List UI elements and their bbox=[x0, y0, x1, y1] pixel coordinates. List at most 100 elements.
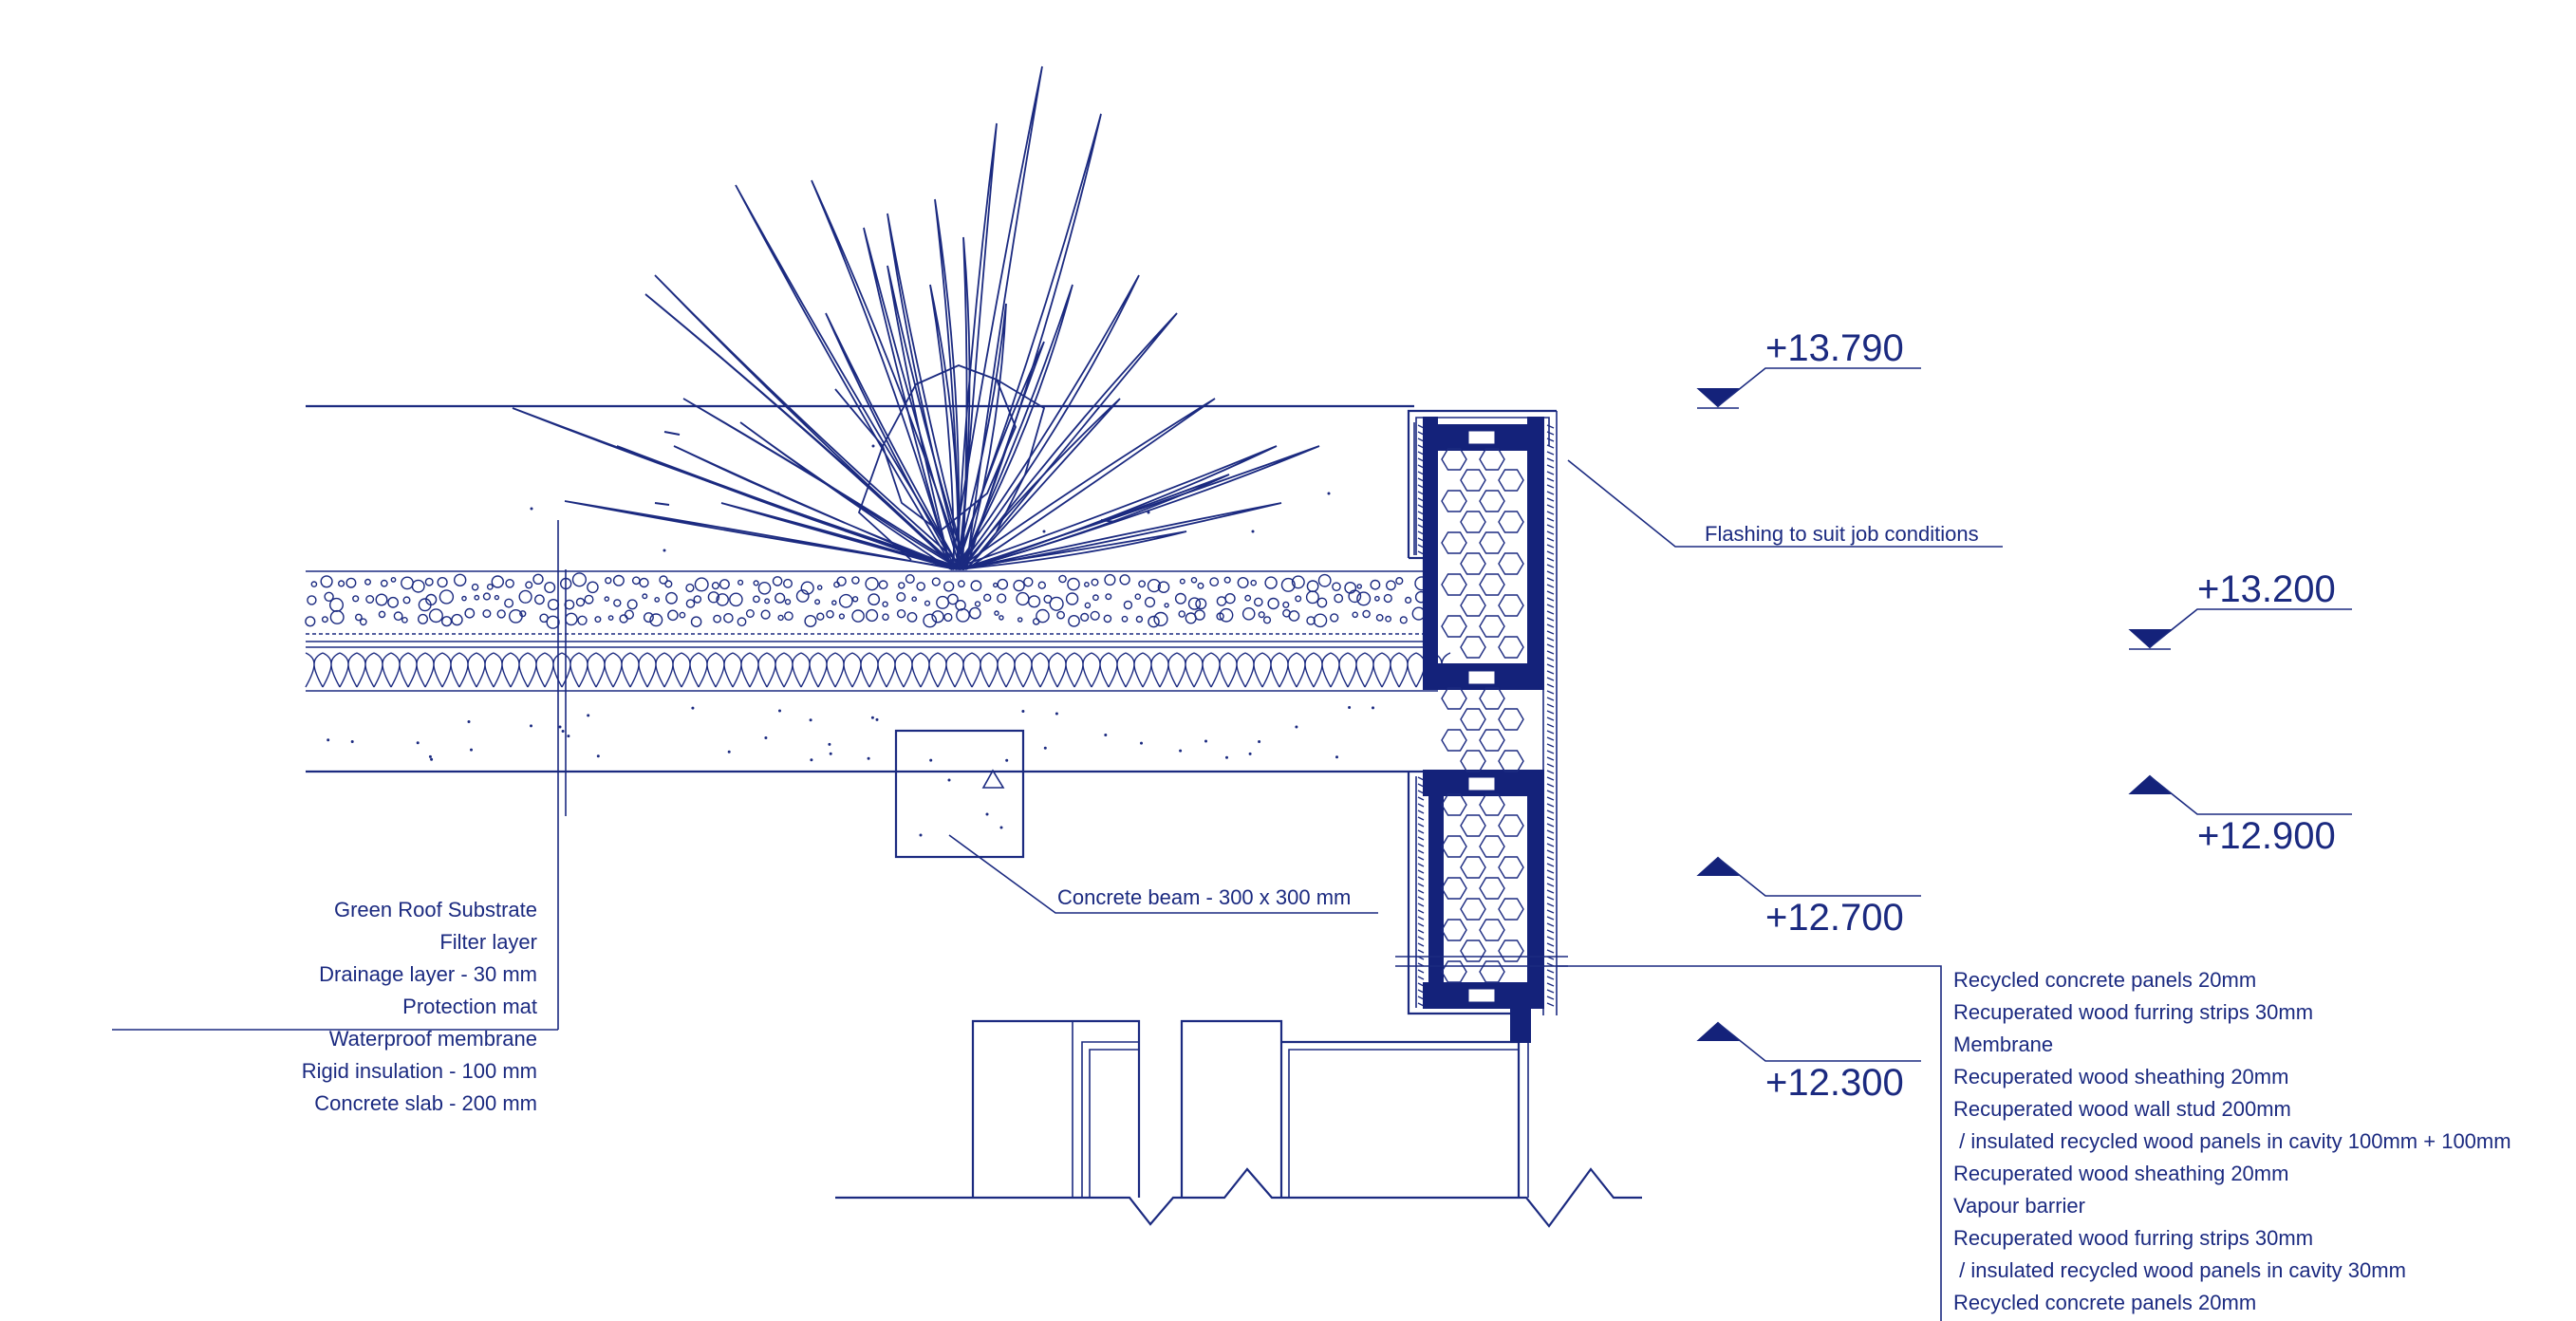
insulation-cell bbox=[1479, 615, 1505, 638]
hatch-tick bbox=[1546, 451, 1555, 456]
slab-aggregate-dot bbox=[1225, 755, 1228, 759]
plant-leaf bbox=[616, 445, 961, 570]
gravel-pebble bbox=[631, 576, 641, 586]
insulation-scallop bbox=[1296, 652, 1315, 688]
hatch-tick bbox=[1546, 677, 1555, 681]
slab-aggregate-dot bbox=[867, 756, 870, 760]
gravel-pebble bbox=[1056, 610, 1066, 620]
hatch-tick bbox=[1546, 869, 1555, 874]
gravel-pebble bbox=[1250, 579, 1257, 586]
hatch-tick bbox=[1546, 683, 1555, 688]
hatch-tick bbox=[1546, 723, 1555, 728]
gravel-pebble bbox=[764, 598, 771, 605]
insulation-scallop bbox=[322, 652, 341, 688]
gravel-pebble bbox=[1254, 597, 1263, 607]
hatch-tick bbox=[1417, 803, 1425, 808]
roof-buildup bbox=[112, 404, 1451, 1031]
hatch-tick bbox=[1546, 856, 1555, 861]
gravel-pebble bbox=[565, 612, 578, 626]
gravel-pebble bbox=[737, 579, 744, 586]
insulation-scallop bbox=[920, 652, 939, 688]
plant-crown-detail bbox=[834, 388, 912, 561]
hatch-tick bbox=[1417, 969, 1425, 974]
hatch-tick bbox=[1546, 584, 1555, 588]
gravel-pebble bbox=[784, 611, 793, 621]
gravel-pebble bbox=[865, 577, 879, 591]
gravel-pebble bbox=[816, 585, 823, 590]
gravel-pebble bbox=[491, 575, 504, 588]
gravel-pebble bbox=[338, 580, 345, 587]
gravel-pebble bbox=[896, 592, 906, 603]
hatch-tick bbox=[1546, 697, 1555, 701]
gravel-pebble bbox=[425, 593, 438, 606]
insulation-cell bbox=[1460, 511, 1486, 533]
plant-leaf bbox=[673, 445, 961, 570]
hatch-tick bbox=[1417, 916, 1425, 921]
gravel-pebble bbox=[471, 583, 479, 591]
slab-aggregate-dot bbox=[870, 716, 874, 719]
level-text: +13.790 bbox=[1765, 327, 1904, 369]
gravel-pebble bbox=[1375, 614, 1384, 622]
insulation-cell bbox=[1498, 594, 1524, 617]
insulation-scallop bbox=[954, 652, 973, 688]
gravel-pebble bbox=[1280, 577, 1296, 592]
plant-leaf bbox=[735, 184, 961, 570]
insulation-scallop bbox=[1347, 652, 1366, 688]
insulation-cell bbox=[1460, 469, 1486, 492]
slab-aggregate-dot bbox=[1295, 725, 1298, 729]
hatch-tick bbox=[1546, 530, 1555, 535]
insulation-scallop bbox=[1125, 652, 1144, 688]
gravel-pebble bbox=[1187, 597, 1202, 610]
hatch-tick bbox=[1546, 623, 1555, 628]
roof-layer-label: Filter layer bbox=[439, 930, 537, 954]
gravel-pebble bbox=[534, 594, 545, 605]
hatch-tick bbox=[1417, 949, 1425, 954]
gravel-pebble bbox=[486, 584, 494, 590]
slab-aggregate-dot bbox=[1204, 739, 1207, 743]
insulation-scallop bbox=[1022, 652, 1041, 688]
gravel-pebble bbox=[504, 598, 514, 608]
gravel-pebble bbox=[997, 578, 1009, 590]
hatch-tick bbox=[1546, 524, 1555, 529]
insulation-cell bbox=[1460, 814, 1486, 837]
plate-notch bbox=[1468, 989, 1495, 1002]
hatch-tick bbox=[1546, 597, 1555, 602]
gravel-pebble bbox=[690, 616, 702, 628]
plant-leaf bbox=[957, 284, 1073, 570]
gravel-pebble bbox=[451, 613, 463, 626]
gravel-pebble bbox=[437, 576, 448, 588]
insulation-scallop bbox=[305, 652, 324, 688]
gravel-pebble bbox=[439, 589, 455, 605]
flashing-leader bbox=[1567, 459, 2003, 548]
hatch-tick bbox=[1417, 909, 1425, 914]
gravel-pebble bbox=[931, 610, 944, 623]
hatch-tick bbox=[1546, 477, 1555, 482]
gravel-pebble bbox=[851, 609, 865, 623]
wall-layers-leader bbox=[1557, 965, 1942, 1321]
insulation-cell bbox=[1460, 940, 1486, 962]
column-left-inner bbox=[1081, 1041, 1139, 1198]
insulation-cell bbox=[1498, 814, 1524, 837]
insulation-scallop bbox=[561, 652, 580, 688]
gravel-pebble bbox=[494, 594, 500, 601]
insulation-scallop bbox=[1039, 652, 1058, 688]
level-triangle-up-icon bbox=[2128, 774, 2172, 794]
gravel-pebble bbox=[1386, 580, 1396, 591]
gravel-pebble bbox=[783, 578, 793, 588]
insulation-cell bbox=[1460, 856, 1486, 879]
column-left-inner-2 bbox=[1089, 1049, 1139, 1198]
gravel-pebble bbox=[464, 607, 476, 619]
hatch-tick bbox=[1546, 863, 1555, 867]
gravel-pebble bbox=[424, 577, 434, 586]
gravel-pebble bbox=[1092, 594, 1099, 602]
hatch-tick bbox=[1417, 883, 1425, 887]
gravel-pebble bbox=[1223, 576, 1231, 584]
hatch-tick bbox=[1546, 743, 1555, 748]
gravel-pebble bbox=[532, 573, 544, 585]
gravel-pebble bbox=[760, 609, 771, 620]
gravel-pebble bbox=[1356, 591, 1372, 606]
plant-leaf bbox=[887, 265, 967, 570]
gravel-pebble bbox=[1241, 607, 1256, 621]
exterior-furring-hatch bbox=[1417, 424, 1555, 1007]
gravel-pebble bbox=[1080, 612, 1090, 623]
